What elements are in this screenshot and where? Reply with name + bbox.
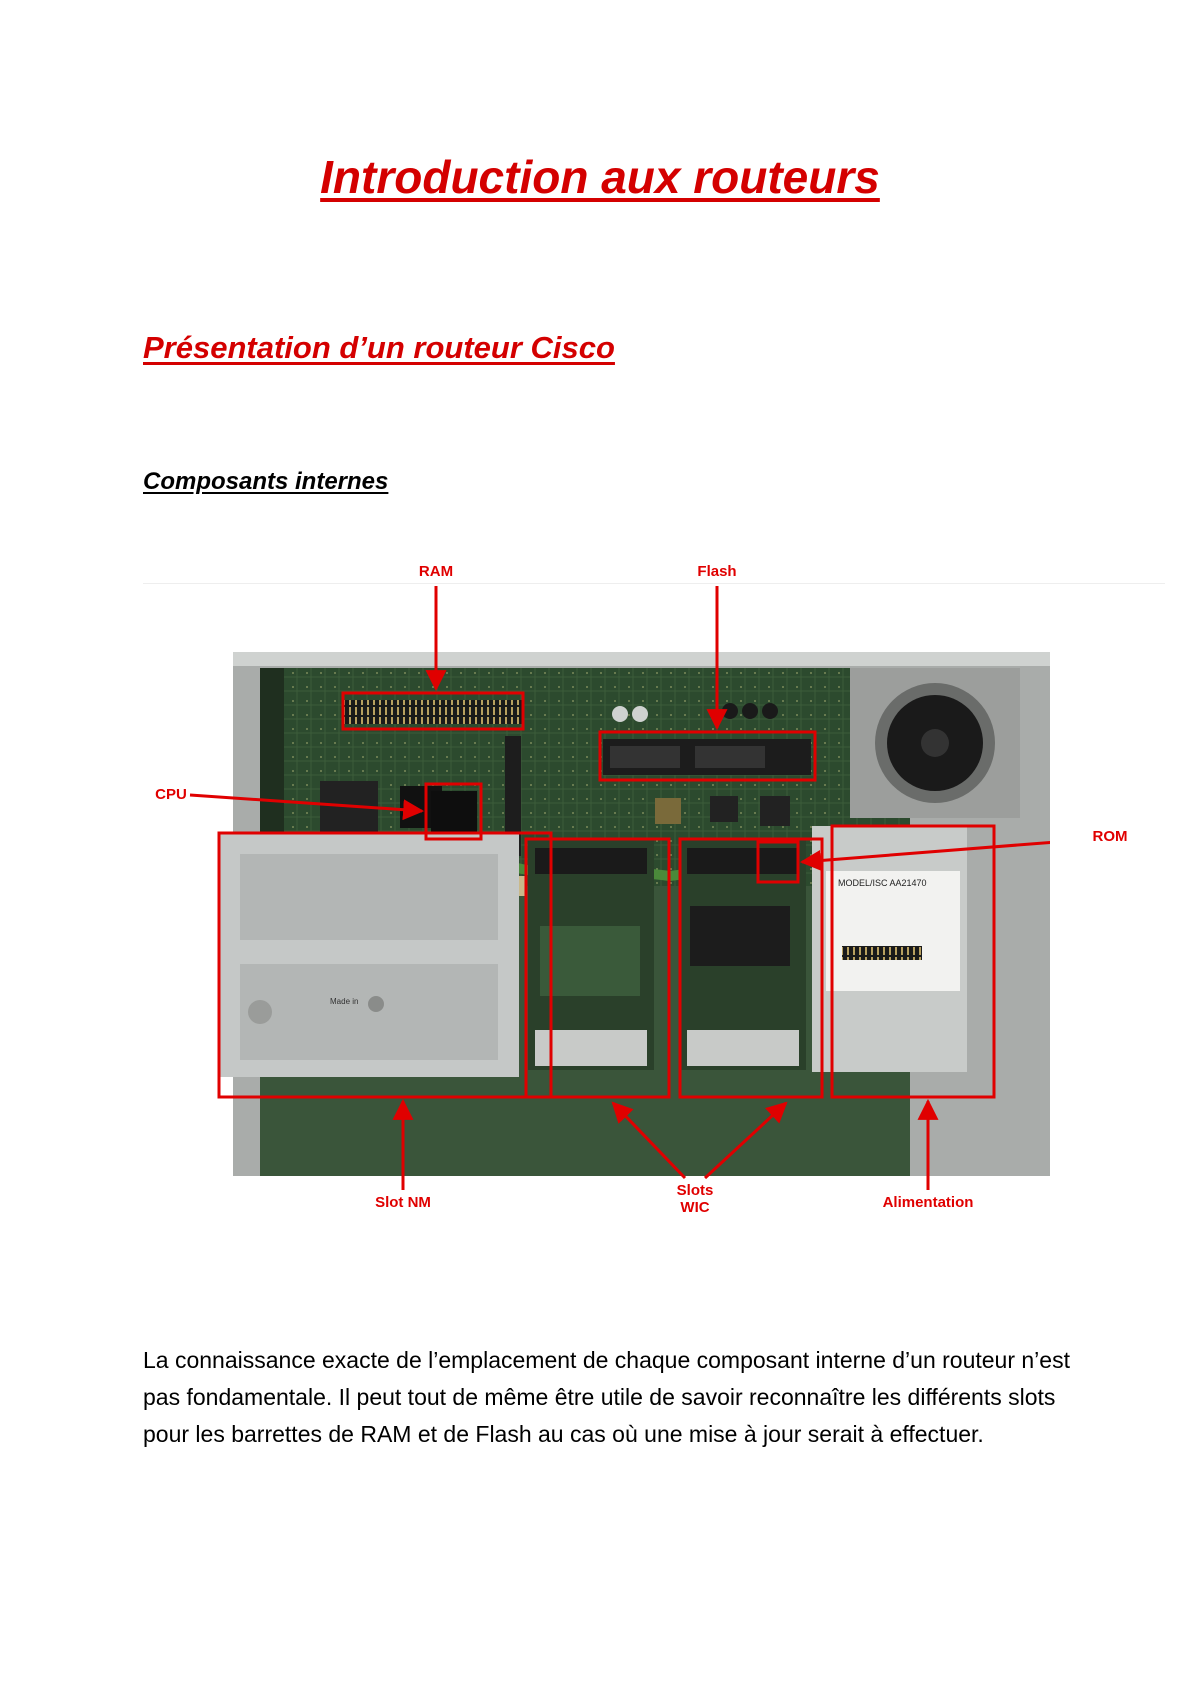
slot-wic-1-box (524, 837, 671, 1099)
nm-plate-text: Made in (330, 997, 358, 1006)
slot-nm-box (217, 831, 553, 1099)
alimentation-box (830, 824, 996, 1099)
label-alimentation: Alimentation (882, 1194, 974, 1211)
ram-box (341, 691, 525, 731)
label-flash: Flash (697, 563, 737, 580)
flash-box (598, 730, 817, 782)
label-ram: RAM (418, 563, 454, 580)
page-title: Introduction aux routeurs (320, 151, 880, 203)
router-internals-figure: Made in MODEL/ISC AA21470 (150, 563, 1127, 1256)
subsection-title: Composants internes (143, 468, 389, 495)
label-slots-wic: Slots WIC (677, 1182, 714, 1216)
label-rom: ROM (1092, 828, 1128, 845)
psu-model-text: MODEL/ISC AA21470 (838, 878, 927, 888)
slot-wic-2-box (678, 837, 824, 1099)
label-slots-wic-line1: Slots (676, 1182, 714, 1199)
label-slot-nm: Slot NM (375, 1194, 431, 1211)
rom-box (756, 840, 800, 884)
body-paragraph: La connaissance exacte de l’emplacement … (143, 1347, 1070, 1447)
section-title: Présentation d’un routeur Cisco (143, 330, 615, 365)
separator-line (143, 583, 1165, 584)
cpu-box (424, 782, 483, 841)
label-slots-wic-line2: WIC (680, 1199, 710, 1216)
router-board-photo: Made in MODEL/ISC AA21470 (189, 586, 1050, 1190)
label-cpu: CPU (155, 786, 187, 803)
